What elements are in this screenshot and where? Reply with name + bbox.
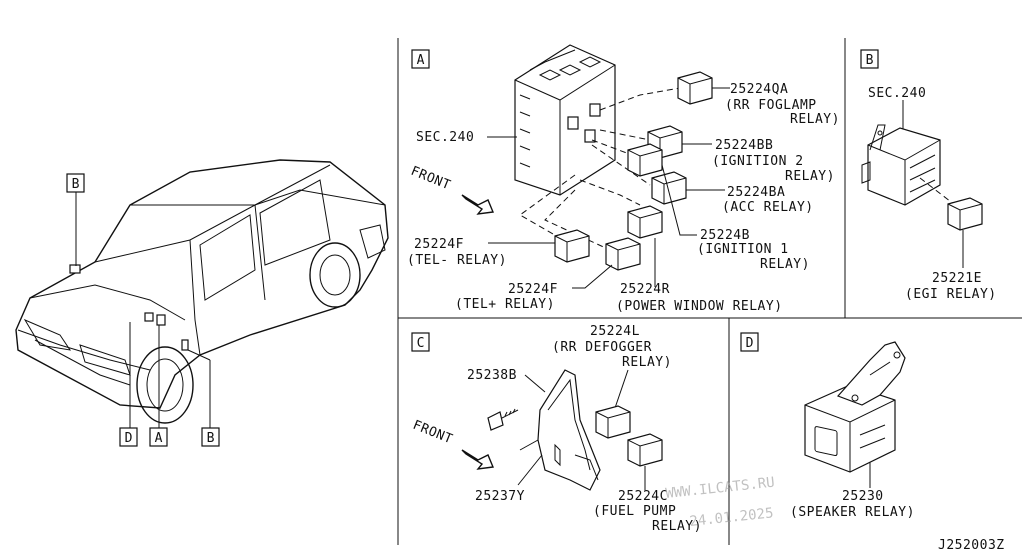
svg-text:FRONT: FRONT bbox=[411, 418, 455, 448]
part-num-25224f-tel-plus: 25224F bbox=[508, 282, 558, 297]
panel-b-tag: B bbox=[866, 53, 874, 68]
part-desc-25224r: (POWER WINDOW RELAY) bbox=[616, 299, 783, 314]
relay-25224f-tel-plus bbox=[605, 237, 641, 271]
svg-text:D: D bbox=[125, 431, 133, 446]
part-desc-25230: (SPEAKER RELAY) bbox=[790, 505, 915, 520]
part-desc-25224ba-1: (ACC RELAY) bbox=[722, 200, 814, 215]
part-desc-25224f-tel-plus: (TEL+ RELAY) bbox=[455, 297, 555, 312]
part-desc-25224qa-1: (RR FOGLAMP bbox=[725, 98, 817, 113]
part-num-25224b: 25224B bbox=[700, 228, 750, 243]
panel-c: C 25224L (RR DEFOGGER RELAY) 25238B bbox=[411, 324, 702, 534]
svg-text:FRONT: FRONT bbox=[409, 164, 453, 194]
watermark-site: WWW.ILCATS.RU bbox=[665, 475, 776, 502]
svg-text:A: A bbox=[155, 431, 163, 446]
sec-ref-b: SEC.240 bbox=[868, 86, 926, 101]
front-arrow-c: FRONT bbox=[411, 418, 494, 470]
panel-b: B SEC.240 25221E (EGI RELAY) bbox=[860, 49, 997, 302]
car-callout-b-bottom: B bbox=[201, 427, 220, 447]
part-desc-25221e: (EGI RELAY) bbox=[905, 287, 997, 302]
car-callout-a: A bbox=[149, 427, 168, 447]
relay-25224f-tel-minus bbox=[554, 229, 590, 263]
part-num-25224c: 25224C bbox=[618, 489, 668, 504]
screw-25238b bbox=[487, 408, 519, 431]
panel-b-tag-box bbox=[860, 49, 879, 69]
part-num-25221e: 25221E bbox=[932, 271, 982, 286]
part-desc-25224b-1: (IGNITION 1 bbox=[697, 242, 789, 257]
drawing-code: J252003Z bbox=[938, 538, 1005, 553]
sec-ref-a: SEC.240 bbox=[416, 130, 474, 145]
car-illustration bbox=[15, 159, 389, 428]
part-desc-25224l-2: RELAY) bbox=[622, 355, 672, 370]
part-num-25224f-tel-minus: 25224F bbox=[414, 237, 464, 252]
bracket-25237y bbox=[519, 369, 601, 491]
panel-a-tag-box bbox=[411, 49, 430, 69]
panel-frames bbox=[397, 38, 1022, 545]
relay-25230 bbox=[804, 341, 906, 473]
part-num-25237y: 25237Y bbox=[475, 489, 525, 504]
part-desc-25224c-2: RELAY) bbox=[652, 519, 702, 534]
part-desc-25224l-1: (RR DEFOGGER bbox=[552, 340, 652, 355]
part-desc-25224b-2: RELAY) bbox=[760, 257, 810, 272]
panel-c-tag: C bbox=[417, 336, 425, 351]
panel-a-tag: A bbox=[417, 53, 425, 68]
relay-25221e bbox=[947, 197, 983, 231]
svg-text:B: B bbox=[72, 177, 80, 192]
part-desc-25224qa-2: RELAY) bbox=[790, 112, 840, 127]
relay-25224b bbox=[627, 143, 663, 177]
part-num-25238b: 25238B bbox=[467, 368, 517, 383]
car-callout-d: D bbox=[119, 427, 138, 447]
part-desc-25224f-tel-minus: (TEL- RELAY) bbox=[407, 253, 507, 268]
panel-d-tag: D bbox=[746, 336, 754, 351]
part-desc-25224bb-2: RELAY) bbox=[785, 169, 835, 184]
relay-25224c bbox=[627, 433, 663, 467]
relay-25224qa bbox=[677, 71, 713, 105]
relay-block-a bbox=[514, 44, 616, 196]
relay-25224ba bbox=[651, 171, 687, 205]
part-num-25224bb: 25224BB bbox=[715, 138, 773, 153]
car-callout-b-top: B bbox=[66, 173, 85, 193]
panel-a: A bbox=[407, 44, 840, 314]
relay-25224r bbox=[627, 205, 663, 239]
watermark-date: 24.01.2025 bbox=[689, 505, 775, 530]
svg-text:B: B bbox=[207, 431, 215, 446]
part-num-25224r: 25224R bbox=[620, 282, 670, 297]
part-desc-25224bb-1: (IGNITION 2 bbox=[712, 154, 804, 169]
panel-c-tag-box bbox=[411, 332, 430, 352]
part-num-25224ba: 25224BA bbox=[727, 185, 785, 200]
part-num-25224l: 25224L bbox=[590, 324, 640, 339]
part-desc-25224c-1: (FUEL PUMP bbox=[593, 504, 676, 519]
panel-d-tag-box bbox=[740, 332, 759, 352]
relay-bracket-b bbox=[861, 124, 941, 206]
relay-25224l bbox=[595, 405, 631, 439]
part-num-25230: 25230 bbox=[842, 489, 884, 504]
front-arrow-a: FRONT bbox=[409, 164, 494, 215]
panel-d: D 25230 (SPEAKER RELAY) bbox=[740, 332, 915, 520]
part-num-25224qa: 25224QA bbox=[730, 82, 788, 97]
